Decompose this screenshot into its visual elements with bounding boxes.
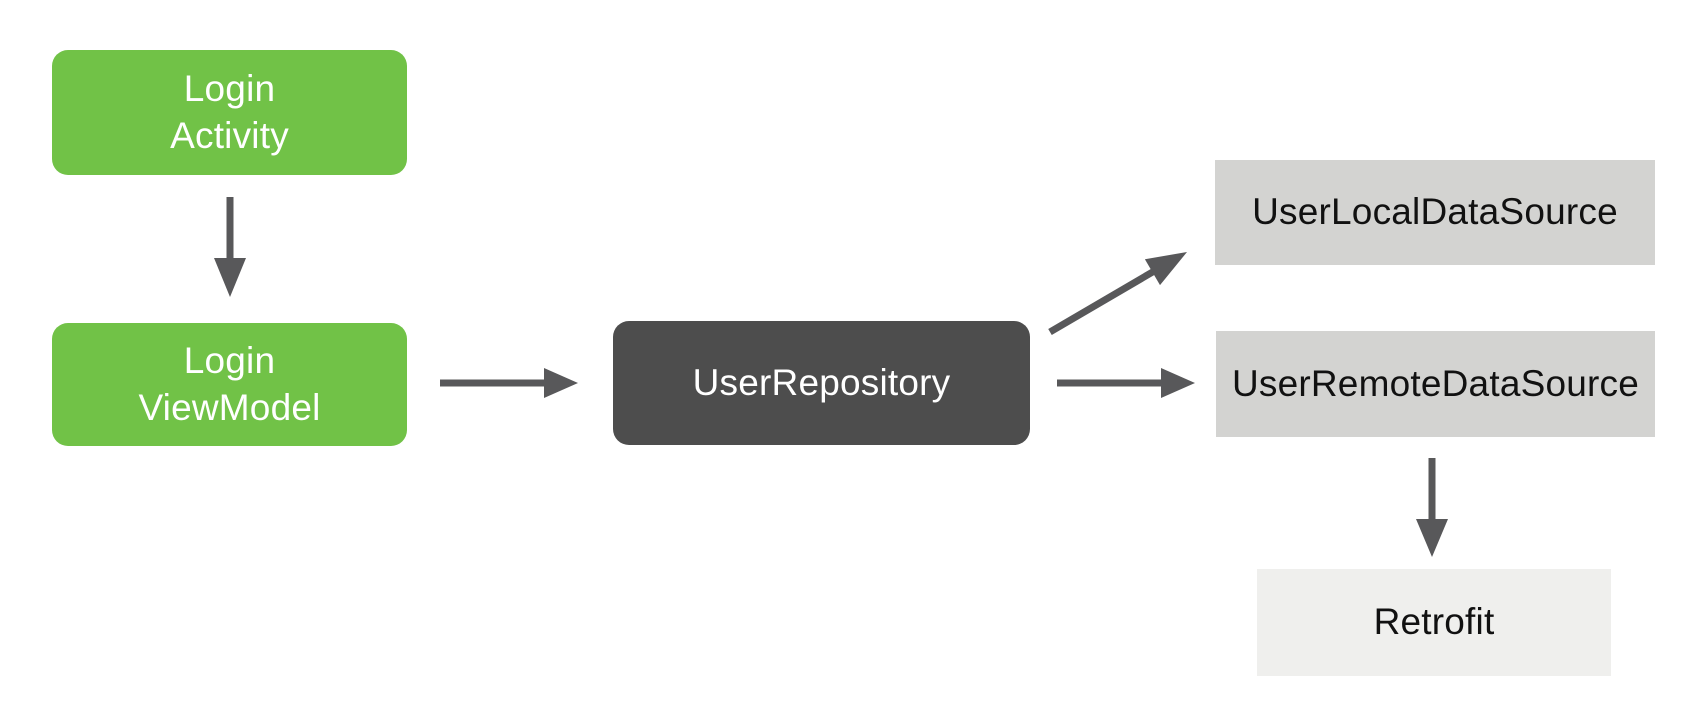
arrow-user-repository-to-user-remote-data-source: [1057, 368, 1195, 398]
user-remote-data-source-node: UserRemoteDataSource: [1216, 331, 1655, 437]
user-remote-data-source-label: UserRemoteDataSource: [1231, 362, 1640, 404]
login-activity-label: Login Activity: [170, 67, 289, 156]
user-repository-label: UserRepository: [692, 361, 951, 403]
login-activity-node: Login Activity: [52, 50, 407, 175]
arrow-login-viewmodel-to-user-repository: [440, 368, 578, 398]
retrofit-node: Retrofit: [1257, 569, 1611, 676]
arrow-login-activity-to-login-viewmodel: [214, 197, 246, 297]
user-local-data-source-node: UserLocalDataSource: [1215, 160, 1655, 265]
arrow-user-remote-data-source-to-retrofit: [1416, 458, 1448, 557]
retrofit-label: Retrofit: [1373, 601, 1495, 643]
login-viewmodel-label: Login ViewModel: [138, 339, 321, 428]
user-local-data-source-label: UserLocalDataSource: [1252, 191, 1618, 233]
arrow-user-repository-to-user-local-data-source: [1048, 252, 1187, 336]
user-repository-node: UserRepository: [613, 321, 1030, 445]
login-viewmodel-node: Login ViewModel: [52, 323, 407, 446]
